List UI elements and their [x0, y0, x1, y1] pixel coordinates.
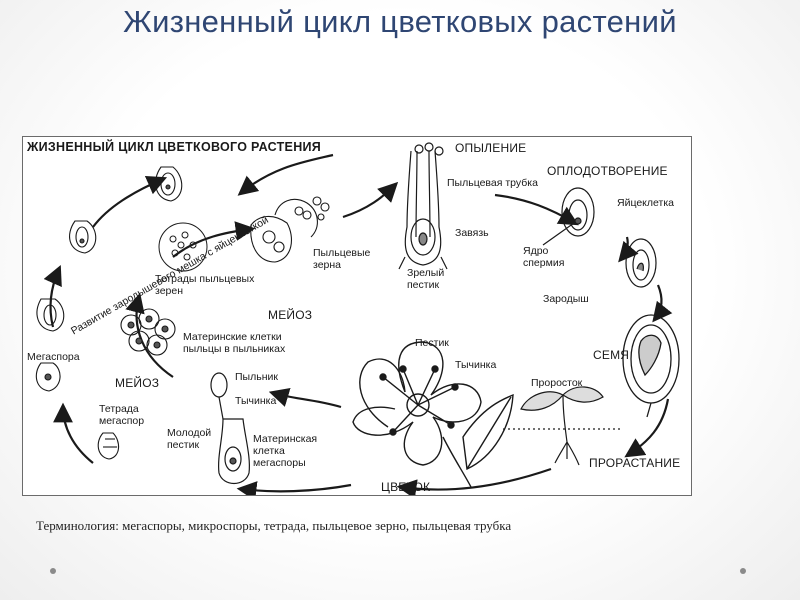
stage-germination: ПРОРАСТАНИЕ	[589, 456, 681, 470]
arrow-pollen-to-pollination	[342, 181, 399, 219]
label-stamen-flower: Тычинка	[455, 359, 497, 371]
label-pollen-mother-cells: Материнские клетки пыльцы в пыльниках	[183, 331, 286, 355]
stage-meiosis-left: МЕЙОЗ	[115, 376, 160, 390]
label-anther: Пыльник	[235, 371, 278, 383]
stage-flower: ЦВЕТОК	[381, 480, 431, 494]
label-pollen-tetrads: Тетрады пыльцевых зерен	[155, 273, 255, 297]
embryo-sac-ovule-upper	[155, 166, 183, 202]
label-embryo: Зародыш	[543, 293, 589, 305]
label-sperm-nucleus: Ядро спермия	[523, 245, 565, 269]
label-ovary: Завязь	[455, 227, 489, 239]
terminology-caption: Терминология: мегаспоры, микроспоры, тет…	[36, 518, 512, 533]
diagram-illustration	[35, 142, 680, 495]
arrow-to-pollination	[237, 153, 334, 196]
arrow-fertilization-to-embryo	[618, 236, 639, 263]
megaspore-tetrad-illustration	[97, 432, 120, 460]
pollen-grains-illustration	[250, 196, 330, 263]
embryo-sac-ovule-middle	[69, 220, 97, 254]
sprout-illustration	[503, 386, 623, 466]
slide-dot-left	[50, 568, 56, 574]
label-megaspore-tetrad: Тетрада мегаспор	[99, 403, 145, 427]
stage-seed: СЕМЯ	[593, 348, 630, 362]
label-egg-cell: Яйцеклетка	[617, 197, 674, 209]
label-stamen: Тычинка	[235, 395, 277, 407]
arrow-left-lower	[53, 402, 94, 464]
arrow-inner-to-pollen	[172, 221, 256, 258]
slide-dot-right	[740, 568, 746, 574]
label-young-pistil: Молодой пестик	[167, 427, 212, 451]
stamen-illustration	[210, 372, 228, 420]
stage-fertilization: ОПЛОДОТВОРЕНИЕ	[547, 164, 668, 178]
label-megaspore: Мегаспора	[27, 351, 80, 363]
life-cycle-diagram: ЖИЗНЕННЫЙ ЦИКЛ ЦВЕТКОВОГО РАСТЕНИЯ ОПЫЛЕ…	[22, 136, 692, 496]
label-mature-pistil: Зрелый пестик	[407, 267, 445, 291]
arrow-inner-flower-to-stamen	[268, 387, 342, 409]
arrow-germination-to-flower	[396, 467, 552, 495]
arrow-inner-to-meiosis	[125, 292, 174, 378]
arrow-left-upper	[92, 176, 168, 228]
embryo-sac-ovule-lower	[36, 298, 65, 332]
cycle-arrows	[43, 153, 673, 495]
label-megaspore-mother-cell: Материнская клетка мегаспоры	[253, 433, 318, 469]
young-pistil-illustration	[217, 418, 250, 485]
megaspore-illustration	[35, 362, 61, 392]
fertilization-ovule-illustration	[542, 187, 595, 246]
pollination-pistil-illustration	[398, 142, 448, 270]
arrow-left-mid	[43, 264, 62, 328]
diagram-header: ЖИЗНЕННЫЙ ЦИКЛ ЦВЕТКОВОГО РАСТЕНИЯ	[27, 140, 322, 154]
label-pollen-grains: Пыльцевые зерна	[313, 247, 371, 271]
arrow-pollination-to-fertilization	[494, 193, 579, 226]
label-pistil: Пестик	[415, 337, 449, 349]
seed-illustration	[622, 314, 680, 418]
stage-pollination: ОПЫЛЕНИЕ	[455, 141, 527, 155]
stage-meiosis-center: МЕЙОЗ	[268, 308, 313, 322]
arrow-embryo-to-seed	[652, 284, 673, 323]
flower-illustration	[352, 341, 514, 488]
pollen-mother-cells-illustration	[120, 308, 176, 356]
label-pollen-tube: Пыльцевая трубка	[447, 177, 538, 189]
arrow-flower-to-young-pistil	[236, 481, 352, 495]
pollen-tetrads-illustration	[158, 222, 208, 272]
arrow-seed-to-germination	[624, 398, 670, 458]
slide-title: Жизненный цикл цветковых растений	[123, 4, 677, 39]
embryo-illustration	[625, 238, 657, 288]
label-sprout: Проросток	[531, 377, 583, 389]
